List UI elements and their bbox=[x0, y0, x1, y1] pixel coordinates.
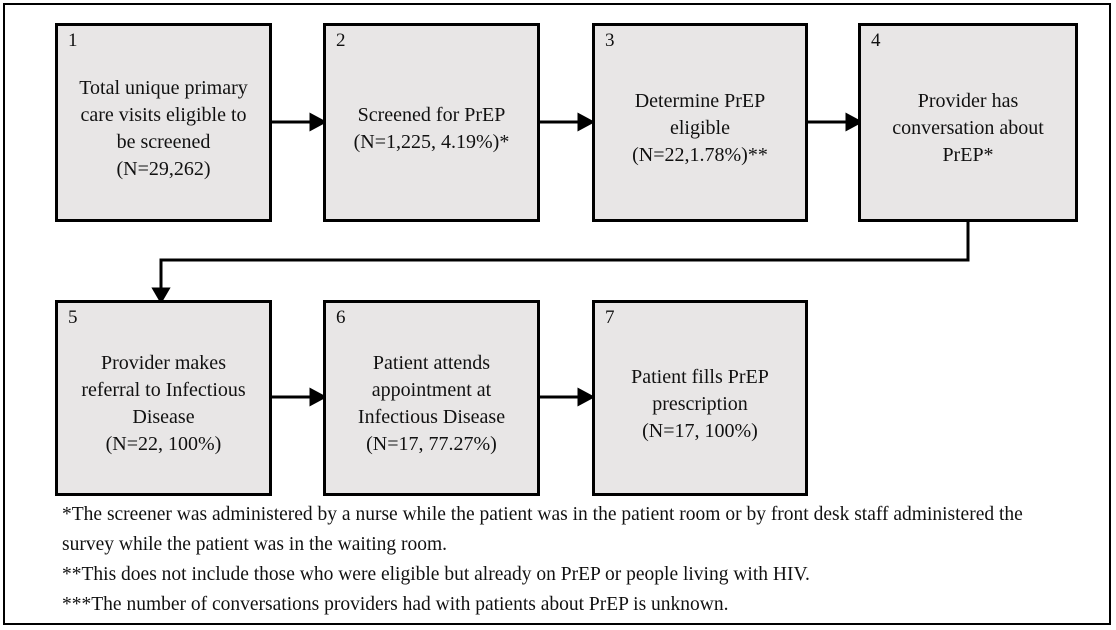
flow-box-3: 3 Determine PrEP eligible (N=22,1.78%)** bbox=[592, 23, 808, 222]
box-text: Provider has conversation about PrEP* bbox=[892, 90, 1044, 166]
arrowhead-3-to-4 bbox=[845, 112, 864, 132]
box-text: Total unique primary care visits eligibl… bbox=[79, 76, 248, 180]
flow-box-1: 1 Total unique primary care visits eligi… bbox=[55, 23, 272, 222]
arrowhead-4-to-5 bbox=[151, 287, 171, 304]
flow-box-2: 2 Screened for PrEP (N=1,225, 4.19%)* bbox=[323, 23, 540, 222]
footnotes: *The screener was administered by a nurs… bbox=[62, 500, 1076, 620]
flow-box-4: 4 Provider has conversation about PrEP* bbox=[858, 23, 1078, 222]
arrowhead-2-to-3 bbox=[577, 112, 596, 132]
arrowhead-6-to-7 bbox=[577, 387, 596, 407]
box-text: Patient fills PrEP prescription (N=17, 1… bbox=[631, 365, 769, 442]
flow-box-7: 7 Patient fills PrEP prescription (N=17,… bbox=[592, 300, 808, 496]
box-text: Screened for PrEP (N=1,225, 4.19%)* bbox=[353, 103, 510, 153]
flow-box-5: 5 Provider makes referral to Infectious … bbox=[55, 300, 272, 496]
box-number: 3 bbox=[605, 30, 615, 51]
box-number: 4 bbox=[871, 30, 881, 51]
box-number: 5 bbox=[68, 307, 78, 328]
box-text: Provider makes referral to Infectious Di… bbox=[81, 352, 246, 455]
flow-box-6: 6 Patient attends appointment at Infecti… bbox=[323, 300, 540, 496]
box-text: Determine PrEP eligible (N=22,1.78%)** bbox=[632, 90, 768, 166]
figure-border bbox=[3, 3, 1111, 625]
footnote-3: ***The number of conversations providers… bbox=[62, 594, 729, 615]
box-number: 6 bbox=[336, 307, 346, 328]
box-number: 1 bbox=[68, 30, 78, 51]
box-text: Patient attends appointment at Infectiou… bbox=[357, 352, 506, 455]
box-number: 7 bbox=[605, 307, 615, 328]
box-number: 2 bbox=[336, 30, 346, 51]
arrowhead-5-to-6 bbox=[309, 387, 328, 407]
footnote-2: **This does not include those who were e… bbox=[62, 564, 810, 585]
arrowhead-1-to-2 bbox=[309, 112, 328, 132]
elbow-4-to-5 bbox=[159, 222, 970, 290]
footnote-1: *The screener was administered by a nurs… bbox=[62, 504, 1023, 555]
